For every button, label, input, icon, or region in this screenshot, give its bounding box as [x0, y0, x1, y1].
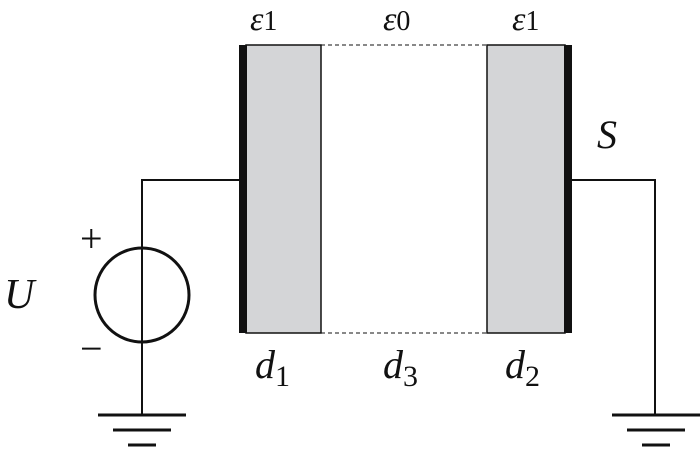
right-ground-icon	[612, 413, 700, 447]
right-electrode	[564, 45, 572, 333]
eps-mid-label: ε0	[383, 1, 410, 38]
plus-sign: +	[80, 216, 103, 261]
area-label: S	[597, 112, 617, 157]
left-wire	[141, 179, 239, 248]
left-ground-icon	[98, 413, 186, 447]
eps-left-label: ε1	[250, 1, 277, 38]
d-right-label: d2	[505, 342, 540, 393]
left-electrode	[239, 45, 247, 333]
d-mid-label: d3	[383, 342, 418, 393]
left-dielectric	[245, 44, 322, 334]
d-left-label: d1	[255, 342, 290, 393]
right-wire	[572, 179, 656, 415]
right-dielectric	[486, 44, 566, 334]
minus-sign: −	[80, 326, 103, 371]
voltage-label: U	[4, 272, 37, 318]
eps-right-label: ε1	[512, 1, 539, 38]
